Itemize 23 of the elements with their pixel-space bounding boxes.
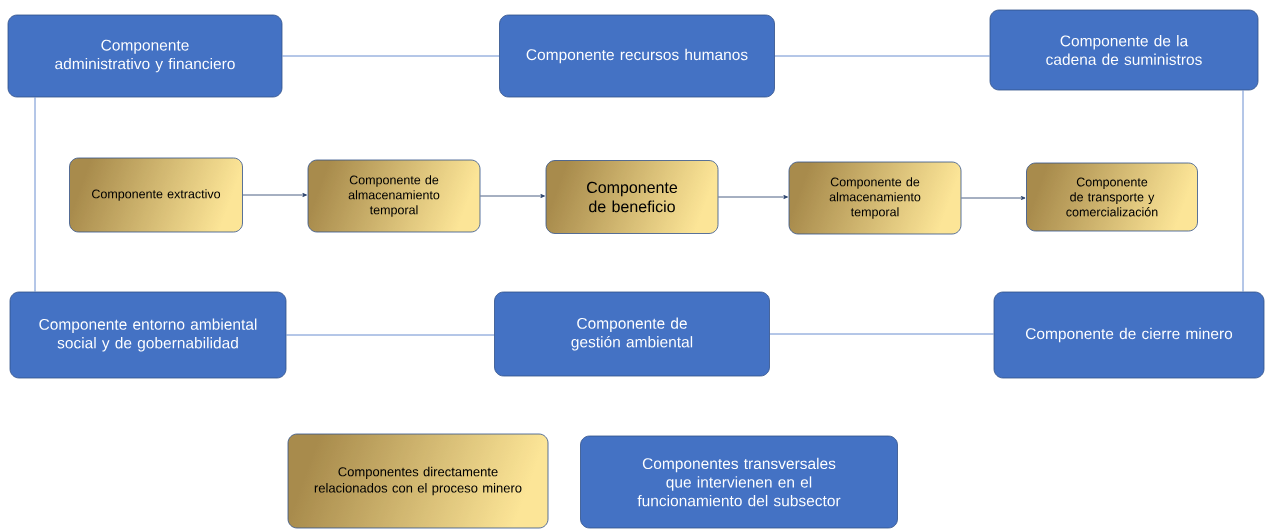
component-box: Componente de cierre minero [993,291,1265,379]
component-box: Componente administrativo y financiero [7,14,283,98]
legend-box: Componentes directamente relacionados con el proceso minero [287,433,549,529]
component-box: Componente extractivo [69,157,243,233]
component-box: Componente de almacenamiento temporal [307,159,481,233]
legend-box: Componentes transversales que intervienen en el funcionamiento del subsector [580,435,898,529]
arrow [718,195,788,199]
arrow [961,196,1026,200]
component-box: Componente de almacenamiento temporal [788,161,962,235]
component-box: Componente entorno ambiental social y de gobernabilidad [9,291,287,379]
component-box: Componente de la cadena de suministros [989,9,1259,91]
connector-line [774,55,990,57]
component-box: Componente de transporte y comercialización [1026,162,1198,232]
arrow [480,194,545,198]
connector-line [34,97,36,292]
connector-line [282,55,500,57]
connector-line [769,333,994,335]
component-box: Componente recursos humanos [499,14,775,98]
component-box: Componente de beneficio [545,160,719,234]
component-box: Componente de gestión ambiental [494,291,770,377]
connector-line [286,334,495,336]
connector-line [1242,90,1244,292]
arrow [242,193,307,197]
